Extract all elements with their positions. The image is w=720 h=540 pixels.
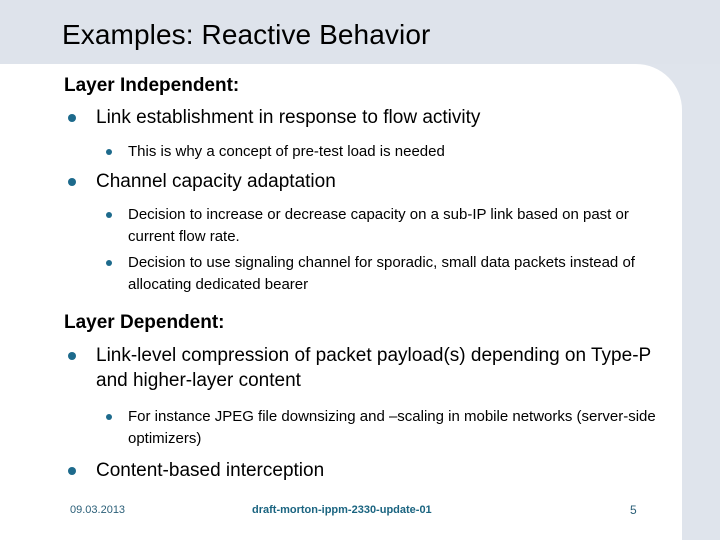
bullet-link-establishment: Link establishment in response to flow a… xyxy=(64,105,664,130)
panel-bottom-fill xyxy=(0,534,682,540)
bullet-dot-icon xyxy=(106,149,112,155)
bullet-channel-capacity: Channel capacity adaptation xyxy=(64,169,664,194)
subbullet-jpeg-downsizing: For instance JPEG file downsizing and –s… xyxy=(100,406,666,450)
bullet-text: For instance JPEG file downsizing and –s… xyxy=(128,408,656,447)
bullet-dot-icon xyxy=(106,260,112,266)
bullet-dot-icon xyxy=(106,212,112,218)
section-heading-layer-dependent: Layer Dependent: xyxy=(64,312,225,333)
bullet-text: Decision to increase or decrease capacit… xyxy=(128,206,629,245)
bullet-link-level-compression: Link-level compression of packet payload… xyxy=(64,343,664,393)
bullet-text: Channel capacity adaptation xyxy=(96,171,336,192)
subbullet-capacity-decision: Decision to increase or decrease capacit… xyxy=(100,204,666,248)
title-band xyxy=(0,0,720,64)
bullet-text: Content-based interception xyxy=(96,460,325,481)
footer-date: 09.03.2013 xyxy=(70,504,126,516)
bullet-content-based-interception: Content-based interception xyxy=(64,458,664,483)
slide-title: Examples: Reactive Behavior xyxy=(62,19,431,50)
bullet-text: Link establishment in response to flow a… xyxy=(96,107,481,128)
bullet-dot-icon xyxy=(106,414,112,420)
bullet-dot-icon xyxy=(68,352,76,360)
bullet-dot-icon xyxy=(68,178,76,186)
bullet-dot-icon xyxy=(68,467,76,475)
content-panel xyxy=(0,64,682,540)
bullet-text: Link-level compression of packet payload… xyxy=(96,345,651,391)
bullet-dot-icon xyxy=(68,114,76,122)
subbullet-signaling-channel: Decision to use signaling channel for sp… xyxy=(100,252,666,296)
footer-document-name: draft-morton-ippm-2330-update-01 xyxy=(252,504,432,516)
bullet-text: Decision to use signaling channel for sp… xyxy=(128,254,635,293)
footer-page-number: 5 xyxy=(630,503,637,517)
section-heading-layer-independent: Layer Independent: xyxy=(64,75,240,96)
bullet-text: This is why a concept of pre-test load i… xyxy=(128,143,445,160)
subbullet-pre-test-load: This is why a concept of pre-test load i… xyxy=(100,141,666,163)
